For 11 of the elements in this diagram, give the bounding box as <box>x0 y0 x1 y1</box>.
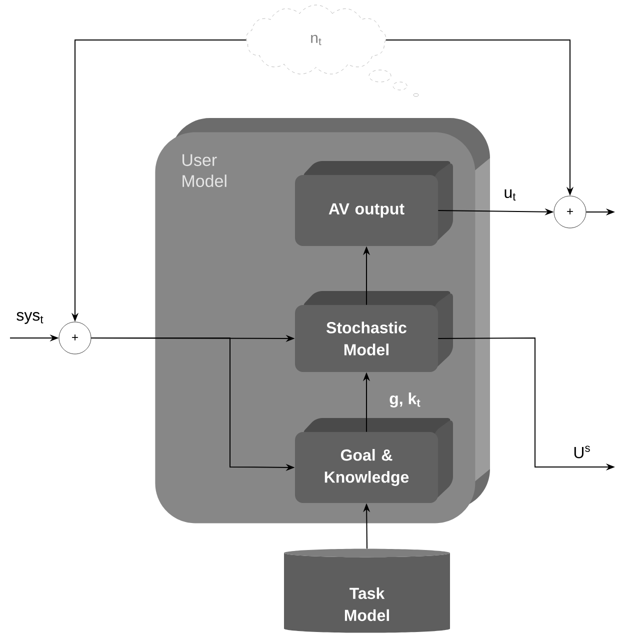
edge-label: U$^{s}$ <box>574 446 590 458</box>
summing-junction: + <box>58 322 92 354</box>
process-box: AV output <box>295 161 453 246</box>
edge-label: g, k$_{t}$ <box>390 392 420 408</box>
edge-label: sys$_{t}$ <box>16 312 44 324</box>
summing-junction: + <box>554 196 586 228</box>
process-box: Stochastic Model <box>295 291 453 372</box>
process-box: Goal & Knowledge <box>295 418 453 503</box>
database-cylinder: Task Model <box>284 548 450 633</box>
thought-cloud: n$_{t}$ <box>246 4 419 97</box>
edge-label: u$_{t}$ <box>504 189 516 201</box>
